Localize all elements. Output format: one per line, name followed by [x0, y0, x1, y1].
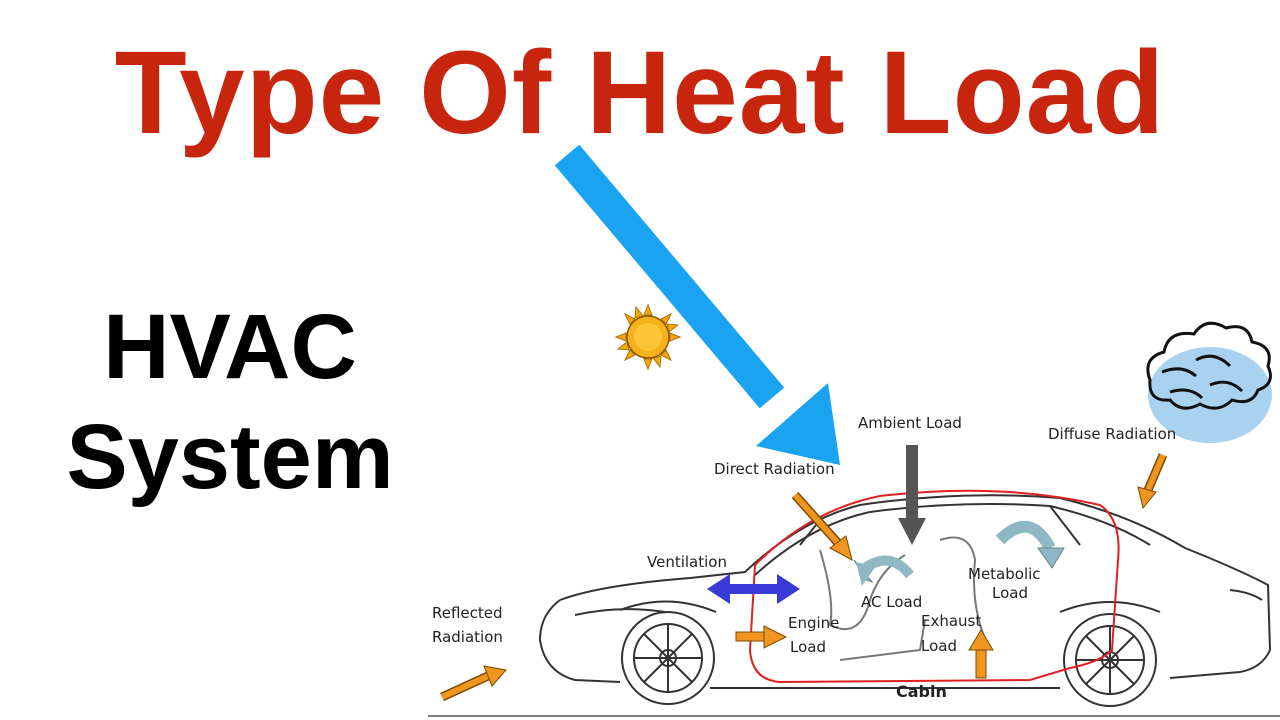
label-reflected-radiation-line-1: Reflected: [432, 604, 503, 622]
direct-radiation-arrow: [791, 491, 853, 561]
label-ac-load: AC Load: [861, 593, 922, 611]
pointer-arrow: [554, 144, 840, 465]
exhaust-load-arrow: [968, 629, 994, 679]
label-diffuse-radiation: Diffuse Radiation: [1048, 425, 1176, 443]
label-metabolic-load-line-2: Load: [992, 584, 1028, 602]
page-title: Type Of Heat Load: [114, 27, 1166, 159]
car-outline: [538, 494, 1272, 707]
metabolic-load-arrow: [995, 520, 1065, 569]
cloud-icon: [1146, 321, 1272, 443]
label-exhaust-load-line-1: Exhaust: [921, 612, 981, 630]
sun-icon: [614, 303, 682, 371]
label-engine-load-line-2: Load: [790, 638, 826, 656]
subtitle-line-1: HVAC: [103, 296, 357, 398]
label-metabolic-load-line-1: Metabolic: [968, 565, 1041, 583]
subtitle-line-2: System: [66, 406, 394, 508]
label-direct-radiation: Direct Radiation: [714, 460, 835, 478]
ambient-load-arrow: [898, 445, 926, 545]
label-engine-load-line-1: Engine: [788, 614, 839, 632]
label-reflected-radiation-line-2: Radiation: [432, 628, 503, 646]
subtitle: HVAC System: [30, 292, 430, 512]
ac-load-arrow: [853, 555, 914, 586]
label-ventilation: Ventilation: [647, 553, 727, 571]
ventilation-arrow: [707, 574, 800, 604]
cabin-outline: [748, 489, 1120, 684]
label-ambient-load: Ambient Load: [858, 414, 962, 432]
label-exhaust-load-line-2: Load: [921, 637, 957, 655]
reflected-radiation-arrow: [440, 665, 507, 702]
engine-load-arrow: [735, 625, 788, 649]
diffuse-radiation-arrow: [1137, 453, 1168, 510]
label-cabin: Cabin: [896, 682, 947, 701]
